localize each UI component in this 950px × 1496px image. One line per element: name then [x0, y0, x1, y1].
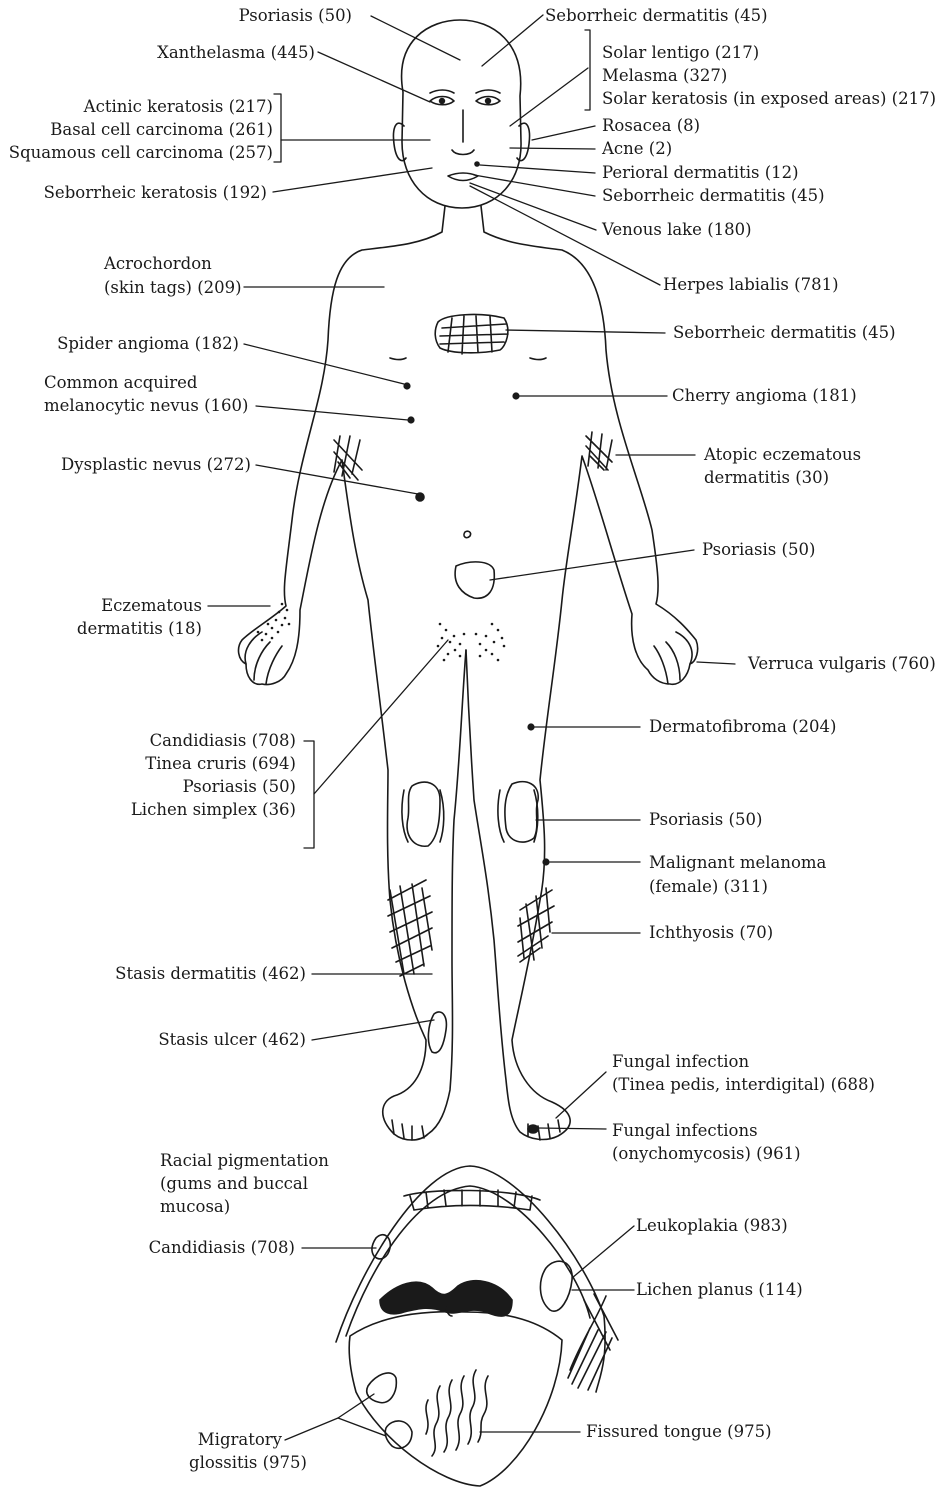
- label-racial-3: mucosa): [160, 1196, 230, 1217]
- label-melasma: Melasma (327): [602, 65, 727, 86]
- label-basal-cell: Basal cell carcinoma (261): [50, 119, 273, 140]
- body-outline-right: [466, 206, 698, 1139]
- melanoma-spot: [543, 859, 549, 865]
- label-candidiasis-mouth: Candidiasis (708): [149, 1237, 295, 1258]
- label-spider-angioma: Spider angioma (182): [57, 333, 239, 354]
- label-psoriasis-knee: Psoriasis (50): [649, 809, 762, 830]
- label-eczematous-1: Eczematous: [101, 595, 202, 616]
- left-foot-toes: [392, 1120, 424, 1140]
- onychomycosis-nail: [528, 1125, 538, 1133]
- fissures: [426, 1370, 488, 1456]
- label-seb-derm-scalp: Seborrheic dermatitis (45): [545, 5, 768, 26]
- label-migratory-1: Migratory: [198, 1429, 282, 1450]
- label-solar-lentigo: Solar lentigo (217): [602, 42, 759, 63]
- label-racial-1: Racial pigmentation: [160, 1150, 329, 1171]
- body-outline-left: [239, 206, 466, 1140]
- chest-patch: [435, 315, 508, 354]
- label-fissured: Fissured tongue (975): [586, 1421, 772, 1442]
- hand-eczema-dots: [257, 603, 291, 642]
- label-acrochordon-1: Acrochordon: [104, 253, 212, 274]
- dermatofibroma-spot: [528, 724, 534, 730]
- left-pupil: [440, 99, 445, 104]
- label-fungal-1: Fungal infection: [612, 1051, 749, 1072]
- lesion-markers: [257, 315, 612, 1133]
- label-cherry-angioma: Cherry angioma (181): [672, 385, 857, 406]
- label-psoriasis-head: Psoriasis (50): [239, 5, 352, 26]
- label-psoriasis-abd: Psoriasis (50): [702, 539, 815, 560]
- label-tinea-cruris: Tinea cruris (694): [145, 753, 296, 774]
- right-knee: [498, 790, 538, 842]
- label-acne: Acne (2): [602, 138, 672, 159]
- mouth-figure: [336, 1166, 618, 1486]
- label-lichen-planus: Lichen planus (114): [636, 1279, 803, 1300]
- right-nipple: [530, 358, 546, 360]
- label-stasis-ulcer: Stasis ulcer (462): [158, 1029, 306, 1050]
- label-acrochordon-2: (skin tags) (209): [104, 277, 242, 298]
- label-atopic-2: dermatitis (30): [704, 467, 829, 488]
- cherry-angioma-spot: [513, 393, 519, 399]
- label-verruca: Verruca vulgaris (760): [748, 653, 936, 674]
- label-candidiasis-groin: Candidiasis (708): [150, 730, 296, 751]
- left-shin-hatch: [388, 880, 432, 976]
- mouth: [448, 173, 478, 181]
- label-perioral: Perioral dermatitis (12): [602, 162, 799, 183]
- left-eyebrow: [430, 90, 454, 93]
- label-dermatofibroma: Dermatofibroma (204): [649, 716, 836, 737]
- label-onycho-2: (onychomycosis) (961): [612, 1143, 801, 1164]
- label-leukoplakia: Leukoplakia (983): [636, 1215, 788, 1236]
- label-melanoma-1: Malignant melanoma: [649, 852, 826, 873]
- label-stasis-derm: Stasis dermatitis (462): [115, 963, 306, 984]
- label-solar-keratosis: Solar keratosis (in exposed areas) (217): [602, 88, 936, 109]
- right-knee-plaque: [505, 782, 538, 842]
- right-arm-patch: [586, 432, 612, 470]
- label-atopic-1: Atopic eczematous: [704, 444, 861, 465]
- spider-angioma-spot: [404, 383, 410, 389]
- left-arm-patch: [334, 436, 362, 480]
- label-psoriasis-groin: Psoriasis (50): [183, 776, 296, 797]
- nevus-spot: [408, 417, 414, 423]
- label-migratory-2: glossitis (975): [189, 1452, 307, 1473]
- label-ichthyosis: Ichthyosis (70): [649, 922, 773, 943]
- label-onycho-1: Fungal infections: [612, 1120, 758, 1141]
- label-venous-lake: Venous lake (180): [602, 219, 752, 240]
- label-racial-2: (gums and buccal: [160, 1173, 308, 1194]
- label-dysplastic: Dysplastic nevus (272): [61, 454, 251, 475]
- right-eyebrow: [476, 90, 500, 93]
- mouth-outer: [336, 1166, 605, 1392]
- label-rosacea: Rosacea (8): [602, 115, 700, 136]
- navel: [464, 531, 471, 537]
- label-seb-derm-chest: Seborrheic dermatitis (45): [673, 322, 896, 343]
- label-eczematous-2: dermatitis (18): [77, 618, 202, 639]
- nose: [452, 110, 474, 155]
- left-knee-plaque: [407, 782, 440, 846]
- label-lichen-simplex: Lichen simplex (36): [131, 799, 296, 820]
- label-seb-derm-mouth: Seborrheic dermatitis (45): [602, 185, 825, 206]
- migratory-patch-2: [385, 1421, 412, 1448]
- label-common-nevus-2: melanocytic nevus (160): [44, 395, 248, 416]
- abdomen-plaque: [455, 562, 494, 598]
- label-actinic-keratosis: Actinic keratosis (217): [84, 96, 273, 117]
- label-squamous-cell: Squamous cell carcinoma (257): [9, 142, 273, 163]
- perioral-spot: [475, 162, 479, 166]
- tongue-depressor: [568, 1294, 618, 1390]
- label-melanoma-2: (female) (311): [649, 876, 768, 897]
- tongue: [349, 1312, 562, 1486]
- label-seb-keratosis: Seborrheic keratosis (192): [44, 182, 267, 203]
- label-herpes: Herpes labialis (781): [663, 274, 839, 295]
- stasis-ulcer: [428, 1012, 446, 1053]
- label-fungal-2: (Tinea pedis, interdigital) (688): [612, 1074, 875, 1095]
- right-pupil: [486, 99, 491, 104]
- label-common-nevus-1: Common acquired: [44, 372, 197, 393]
- right-ear: [517, 123, 530, 160]
- label-xanthelasma: Xanthelasma (445): [157, 42, 315, 63]
- left-nipple: [390, 358, 406, 360]
- mouth-inner: [346, 1186, 590, 1336]
- left-ear: [393, 123, 406, 160]
- left-hand-fingers: [245, 632, 282, 684]
- migratory-patch-1: [367, 1373, 397, 1403]
